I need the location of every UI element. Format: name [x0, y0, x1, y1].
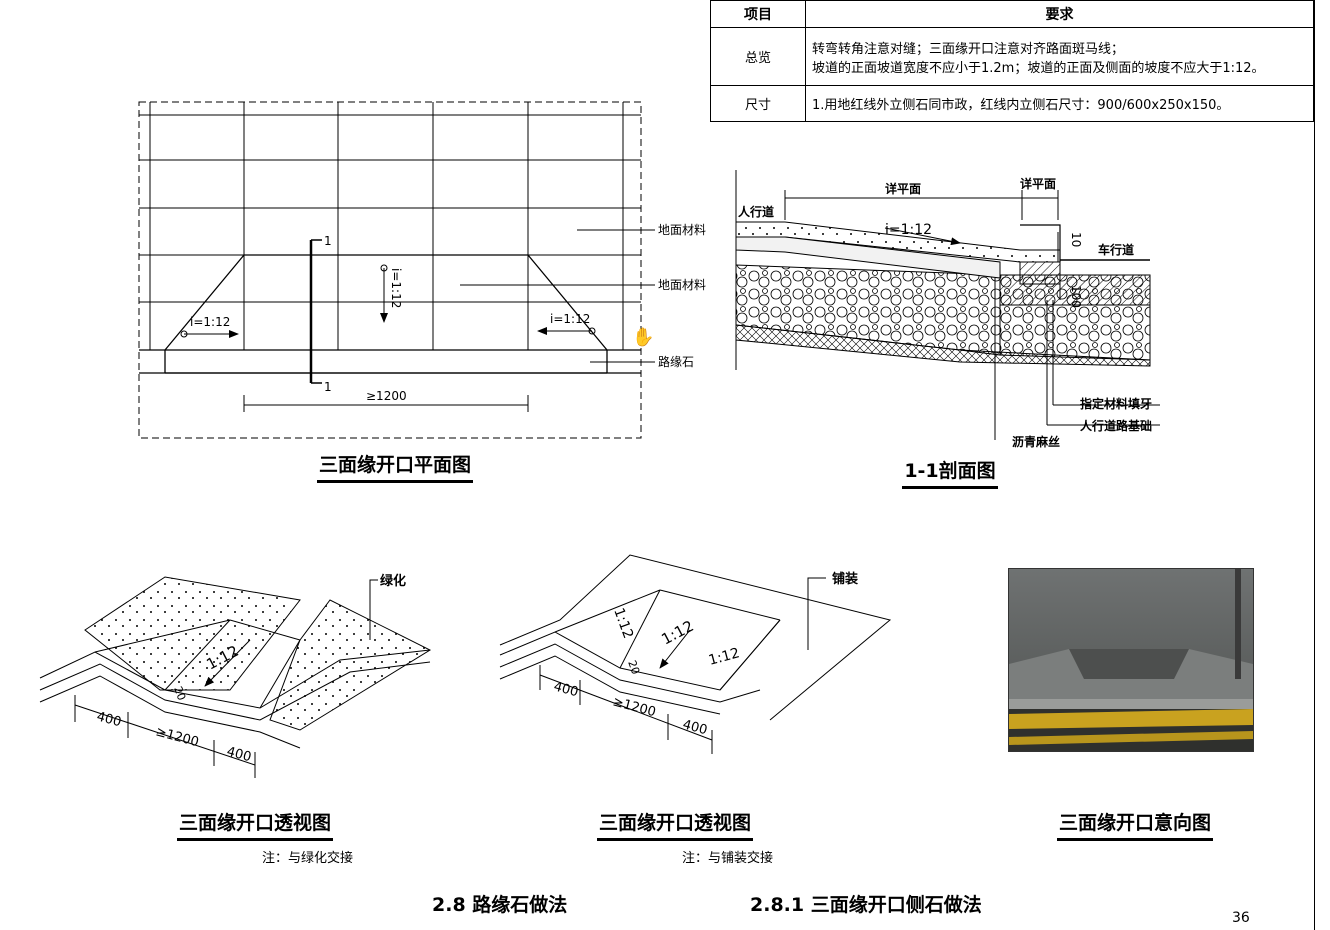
plan-grid: [139, 102, 641, 350]
section-label-asphalt: 沥青麻丝: [1012, 434, 1060, 449]
persp1-note: 注：与绿化交接: [262, 851, 354, 866]
plan-boundary: [138, 101, 642, 439]
subsection-heading: 2.8.1 三面缘开口侧石做法: [750, 894, 982, 916]
section-label-seal: 指定材料填牙: [1080, 396, 1152, 411]
persp2-label-d400a: 400: [552, 679, 580, 700]
plan-ramp: [139, 254, 641, 374]
persp1-label-d400b: 400: [225, 744, 253, 765]
persp1-label-d20: 20: [171, 685, 188, 703]
table-header-row: 项目 要求: [710, 0, 1314, 28]
table-cell-item: 总览: [710, 27, 806, 86]
section-label-d100: 100: [1069, 285, 1083, 308]
table-row: 尺寸 1.用地红线外立侧石同市政，红线内立侧石尺寸：900/600x250x15…: [710, 85, 1314, 122]
page-border-right: [1314, 0, 1315, 930]
plan-label-slope-left: i=1:12: [190, 315, 230, 329]
plan-label-ground2: 地面材料: [658, 278, 706, 292]
table-cell-req: 转弯转角注意对缝；三面缘开口注意对齐路面斑马线； 坡道的正面坡道宽度不应小于1.…: [805, 27, 1314, 86]
section-labels: 人行道 车行道 详平面 详平面 i=1:12 10 100 指定材料填牙 人行道…: [738, 176, 1152, 449]
plan-label-ground1: 地面材料: [658, 223, 706, 237]
persp2-label-slope-mid: 1:12: [658, 617, 696, 649]
plan-label-sec-top: 1: [324, 234, 332, 248]
persp1-label-d1200: ≥1200: [154, 724, 200, 750]
persp1-title: 三面缘开口透视图: [150, 808, 360, 841]
persp2-label-slope-r: 1:12: [707, 645, 742, 669]
persp2-note: 注：与铺装交接: [682, 851, 774, 866]
persp2-label-d400b: 400: [681, 717, 709, 738]
section-label-d10: 10: [1069, 232, 1083, 247]
hand-cursor-icon: ✋: [632, 326, 654, 348]
persp1-label-d400a: 400: [95, 709, 123, 730]
persp2-label-d20: 20: [625, 659, 642, 677]
persp1-label-green: 绿化: [380, 573, 406, 589]
perspective-2-labels: 铺装 1:12 1:12 1:12 20 400 ≥1200 400: [552, 571, 858, 738]
plan-labels: 地面材料 地面材料 路缘石 i=1:12 i=1:12 i=1:12 ≥1200…: [190, 223, 706, 403]
plan-label-width: ≥1200: [366, 389, 407, 403]
perspective-1: [39, 576, 432, 778]
table-row: 总览 转弯转角注意对缝；三面缘开口注意对齐路面斑马线； 坡道的正面坡道宽度不应小…: [710, 27, 1314, 86]
page-number: 36: [1232, 910, 1250, 926]
plan-label-curb: 路缘石: [658, 354, 694, 369]
photo-title: 三面缘开口意向图: [1030, 808, 1240, 841]
perspective-1-labels: 绿化 1:12 20 400 ≥1200 400: [95, 573, 406, 765]
persp2-title: 三面缘开口透视图: [570, 808, 780, 841]
section-label-base: 人行道路基础: [1080, 418, 1152, 433]
section-label-roadway: 车行道: [1098, 242, 1134, 257]
req-line: 坡道的正面坡道宽度不应小于1.2m；坡道的正面及侧面的坡度不应大于1:12。: [812, 60, 1265, 76]
section-label-detail2: 详平面: [1020, 176, 1056, 191]
table-cell-item: 尺寸: [710, 85, 806, 122]
section-view: [735, 170, 1160, 440]
section-label-slope: i=1:12: [885, 222, 932, 238]
plan-title: 三面缘开口平面图: [290, 450, 500, 483]
req-line: 转弯转角注意对缝；三面缘开口注意对齐路面斑马线；: [812, 41, 1125, 57]
svg-text:✋: ✋: [632, 326, 654, 348]
section-heading: 2.8 路缘石做法: [432, 894, 568, 916]
perspective-2: [499, 554, 892, 754]
plan-label-sec-bottom: 1: [324, 380, 332, 394]
table-header-item: 项目: [710, 0, 806, 28]
section-label-detail1: 详平面: [885, 181, 921, 196]
plan-label-slope-mid: i=1:12: [389, 268, 403, 308]
table-cell-req: 1.用地红线外立侧石同市政，红线内立侧石尺寸：900/600x250x150。: [805, 85, 1314, 122]
requirements-table: 项目 要求 总览 转弯转角注意对缝；三面缘开口注意对齐路面斑马线； 坡道的正面坡…: [710, 0, 1314, 122]
plan-label-slope-right: i=1:12: [550, 312, 590, 326]
section-title: 1-1剖面图: [880, 456, 1020, 489]
persp2-label-slope-l: 1:12: [610, 606, 636, 641]
reference-photo: [1008, 568, 1254, 752]
table-header-req: 要求: [805, 0, 1314, 28]
section-label-sidewalk: 人行道: [738, 204, 774, 219]
plan-view: [138, 101, 655, 439]
persp2-label-paving: 铺装: [832, 571, 858, 587]
